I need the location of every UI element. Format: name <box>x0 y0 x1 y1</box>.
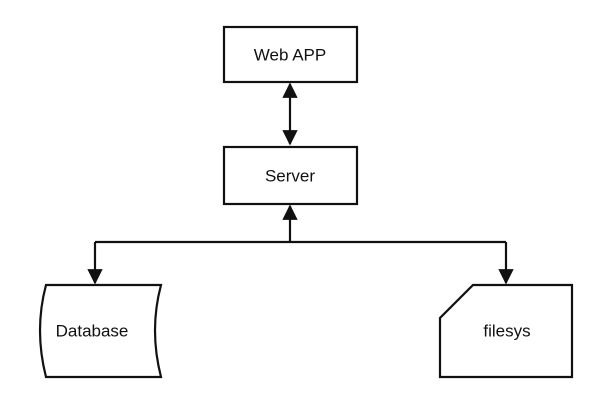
node-webapp-box <box>222 25 359 84</box>
node-filesys[interactable]: filesys <box>438 283 574 379</box>
node-database[interactable]: Database <box>38 283 163 379</box>
node-webapp-label: Web APP <box>254 46 326 65</box>
node-webapp[interactable]: Web APP <box>222 25 359 84</box>
node-database-label: Database <box>56 322 129 341</box>
node-server-box <box>222 145 359 206</box>
node-server-label: Server <box>265 167 315 186</box>
node-filesys-label: filesys <box>483 322 530 341</box>
edge-server-branch <box>87 204 514 285</box>
node-database-shape <box>38 283 163 379</box>
node-filesys-shape <box>438 283 574 379</box>
node-server[interactable]: Server <box>222 145 359 206</box>
